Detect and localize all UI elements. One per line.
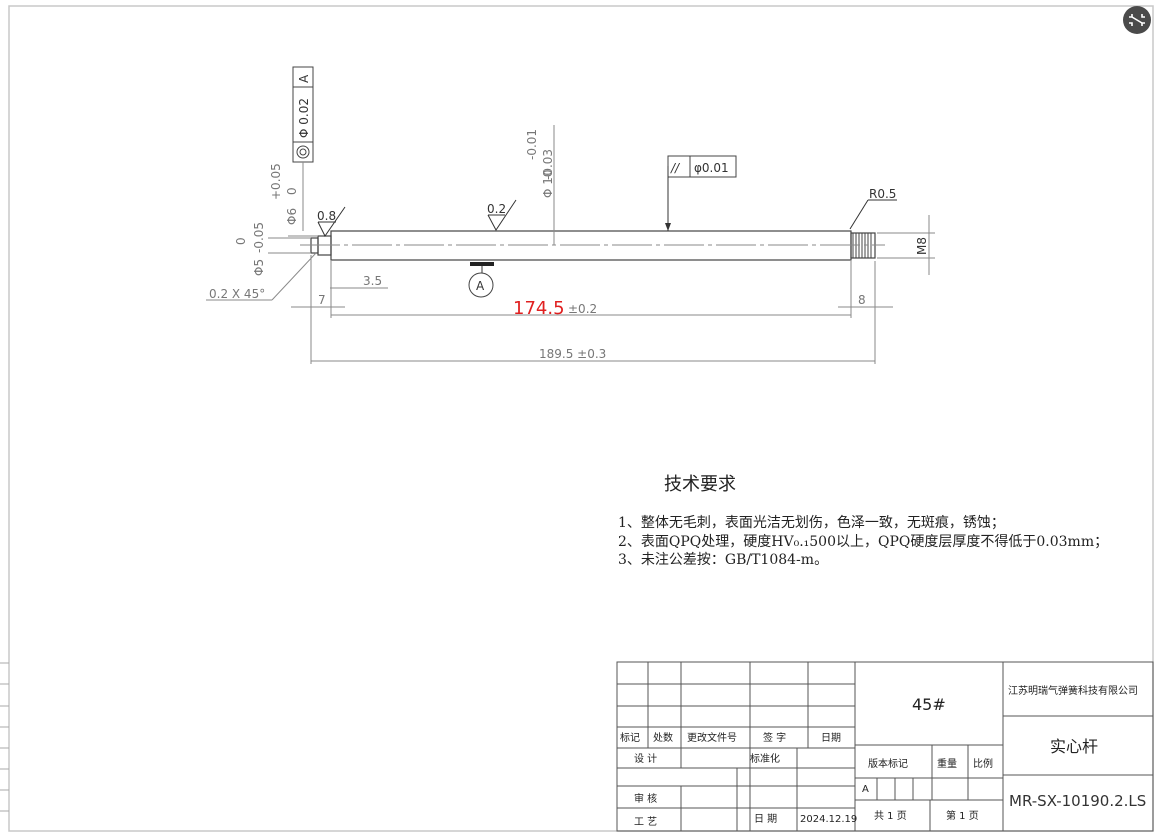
dia10-tol-up: -0.01: [525, 129, 539, 160]
col-count: 处数: [653, 731, 673, 744]
dia6-label: Φ6: [285, 208, 299, 225]
version-value: A: [862, 784, 869, 795]
col-mark: 标记: [620, 732, 640, 744]
page-number: 第 1 页: [946, 809, 979, 822]
date-value: 2024.12.19: [800, 814, 857, 825]
title-block: [616, 661, 1154, 832]
dia6-tol-up: +0.05: [269, 163, 283, 200]
dia5-tol-up: 0: [234, 237, 248, 245]
thread-label: M8: [915, 237, 929, 255]
dim-189-5: 189.5 ±0.3: [539, 347, 606, 361]
company-name: 江苏明瑞气弹簧科技有限公司: [1008, 684, 1138, 697]
rough-left: 0.8: [317, 209, 336, 223]
datum-a-circle: [468, 272, 494, 298]
review-label: 审 核: [634, 792, 657, 805]
notes-line-3: 3、未注公差按：GB/T1084-m。: [618, 552, 828, 568]
material: 45#: [912, 695, 946, 714]
version-label: 版本标记: [868, 757, 908, 770]
concentricity-icon: [296, 145, 310, 159]
col-date: 日期: [821, 732, 841, 744]
left-edge-ticks: [0, 662, 9, 812]
col-doc: 更改文件号: [687, 731, 737, 744]
col-sign: 签 字: [763, 731, 786, 744]
roughness-left-icon: [317, 206, 346, 237]
exit-fullscreen-button[interactable]: [1123, 6, 1151, 34]
total-pages: 共 1 页: [874, 810, 907, 822]
parallel-icon: //: [670, 161, 681, 175]
fcf-tolerance: Φ 0.02: [297, 98, 311, 138]
fcf-datum: A: [297, 74, 311, 83]
rough-mid: 0.2: [487, 202, 506, 216]
shaft-drawing: Φ 0.02 A +0.05 0 Φ6 0 -0.05 Φ5 0.8 0.2 -…: [206, 66, 935, 364]
dia5-tol-lo: -0.05: [252, 222, 266, 253]
weight-label: 重量: [937, 757, 957, 770]
radius-label: R0.5: [869, 187, 896, 201]
parallel-tol: φ0.01: [694, 161, 729, 175]
part-name: 实心杆: [1050, 737, 1098, 756]
date-label: 日 期: [754, 813, 777, 825]
dim-7: 7: [318, 293, 326, 307]
dia6-tol-lo: 0: [285, 187, 299, 195]
notes-line-2: 2、表面QPQ处理，硬度HV₀.₁500以上，QPQ硬度层厚度不得低于0.03m…: [618, 533, 1108, 550]
drawing-number: MR-SX-10190.2.LS: [1009, 792, 1146, 810]
design-label: 设 计: [634, 752, 657, 765]
standard-label: 标准化: [750, 752, 780, 765]
chamfer-label: 0.2 X 45°: [209, 287, 265, 301]
dia5-label: Φ5: [252, 259, 266, 276]
scale-label: 比例: [973, 757, 993, 770]
exit-fullscreen-icon: [1129, 14, 1145, 26]
datum-a: A: [476, 279, 485, 293]
notes-title: 技术要求: [664, 474, 736, 495]
technical-notes: 技术要求 1、整体无毛刺，表面光洁无划伤，色泽一致，无斑痕，锈蚀； 2、表面QP…: [618, 474, 1108, 568]
notes-line-1: 1、整体无毛刺，表面光洁无划伤，色泽一致，无斑痕，锈蚀；: [618, 514, 1005, 531]
roughness-mid-icon: [487, 199, 517, 231]
title-block-text: 标记 处数 更改文件号 签 字 日期 设 计 标准化 审 核 工 艺 日 期 2…: [620, 684, 1146, 828]
dim-174-5: 174.5: [513, 298, 565, 319]
dia10-label: Φ 10: [541, 169, 555, 198]
sheet-border: [8, 5, 1154, 832]
dim-8: 8: [858, 293, 866, 307]
dim-174-5-tol: ±0.2: [568, 302, 597, 316]
process-label: 工 艺: [634, 816, 657, 828]
dim-3-5: 3.5: [363, 274, 382, 288]
dia10-tol-lo: -0.03: [541, 149, 555, 180]
